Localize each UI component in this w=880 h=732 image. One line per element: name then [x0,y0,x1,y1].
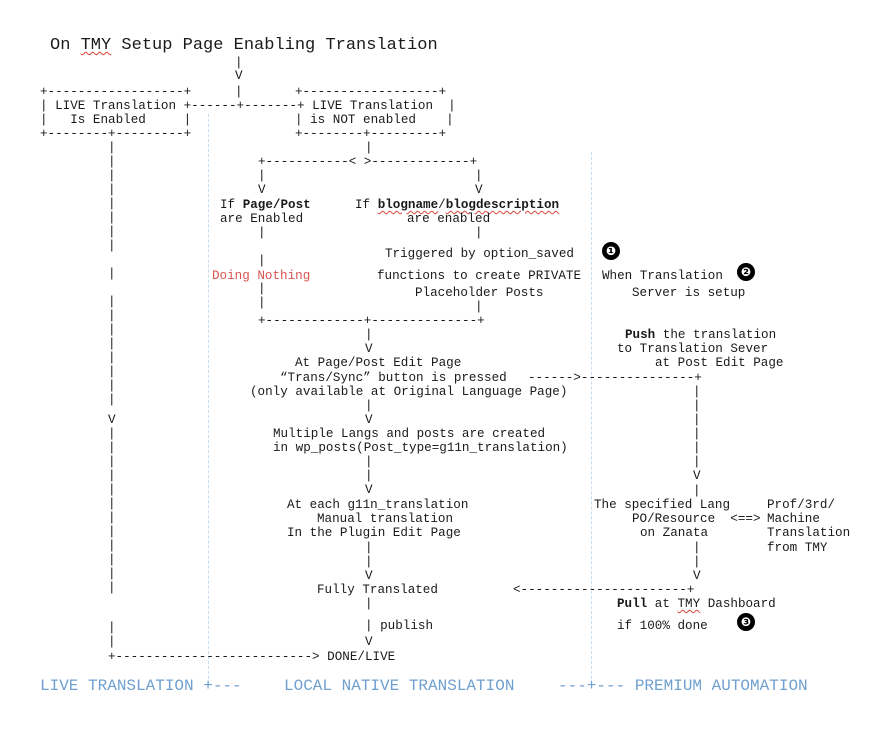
live-flow-line: | | | | | | | | | | | | | | | | | [108,141,116,407]
box-live-top: +------------------+ [40,85,192,99]
push-text-1: Push the translation [625,328,777,342]
pull-text-1: Pull at TMY Dashboard [617,597,776,611]
manual-2: Manual translation [317,512,454,526]
push-arrow: ------>---------------+ [528,371,702,385]
publish-label: | publish [365,619,434,633]
center-connector-1: | V [365,328,373,356]
branch-page-post-2: are Enabled [220,212,304,226]
zanata-1: The specified Lang [594,498,731,512]
machine-1: Prof/3rd/ [767,498,836,512]
split-line: +-----------< >-------------+ [258,155,478,169]
footer-live: LIVE TRANSLATION +--- [40,677,242,695]
footer-premium: ---+--- PREMIUM AUTOMATION [558,677,808,695]
zanata-3: on Zanata [640,526,709,540]
live-flow-line-2: | | | | | | | | | | | | [108,427,116,595]
doing-nothing: Doing Nothing [212,269,311,283]
pull-text-2: if 100% done [617,619,708,633]
box-not-bottom: +--------+---------+ [295,127,447,141]
badge-1: ❶ [602,242,620,260]
box-not-top: +------------------+ [295,85,447,99]
right-branch-line-2: | [475,300,483,314]
center-connector-4: | | V [365,541,373,583]
fully-translated: Fully Translated [317,583,438,597]
branch-left: | V [258,169,266,197]
right-column-pipe: | [693,484,701,498]
manual-3: In the Plugin Edit Page [287,526,461,540]
center-vertical: | [235,85,243,99]
private-text-1: Triggered by option_saved [385,247,574,261]
divider-right [591,152,592,684]
right-column-arrow: V [693,469,701,483]
branch-blogname-2: are enabled [407,212,491,226]
live-flow-arrow: V [108,413,116,427]
machine-4: from TMY [767,541,828,555]
branch-right: | V [475,169,483,197]
footer-local: LOCAL NATIVE TRANSLATION [284,677,515,695]
center-arrow-final: V [365,635,373,649]
center-connector-3: | | V [365,455,373,497]
zanata-2: PO/Resource <==> [632,512,761,526]
branch-blogname: If blogname/blogdescription [355,198,560,212]
edit-page-2: “Trans/Sync” button is pressed [280,371,507,385]
not-enabled-connector: | [365,141,373,155]
live-flow-line-3: | | [108,621,116,649]
box-live-label-2: | Is Enabled | [40,113,192,127]
box-live-label: | LIVE Translation +------+-------+ LIVE… [40,99,456,113]
push-text-3: at Post Edit Page [655,356,784,370]
box-not-label-2: | is NOT enabled | [295,113,454,127]
right-column-line: | | | | | | [693,385,701,469]
done-line: +--------------------------> DONE/LIVE [108,650,396,664]
page-title: On TMY Setup Page Enabling Translation [50,36,438,55]
private-text-2: functions to create PRIVATE [377,269,582,283]
manual-1: At each g11n_translation [287,498,469,512]
center-connector-2: | V [365,399,373,427]
merge-line: +-------------+--------------+ [258,314,485,328]
branch-page-post: If Page/Post [220,198,311,212]
server-text-1: When Translation [602,269,723,283]
divider-left [208,114,209,684]
multi-1: Multiple Langs and posts are created [273,427,546,441]
private-text-3: Placeholder Posts [415,286,544,300]
right-branch-line: | [475,226,483,240]
edit-page-1: At Page/Post Edit Page [295,356,462,370]
top-connector: | [235,56,243,70]
left-branch-line: | | | | [258,226,266,310]
multi-2: in wp_posts(Post_type=g11n_translation) [273,441,568,455]
machine-2: Machine [767,512,820,526]
center-connector-5: | [365,597,373,611]
edit-page-3: (only available at Original Language Pag… [250,385,568,399]
box-live-bottom: +--------+---------+ [40,127,192,141]
badge-2: ❷ [737,263,755,281]
server-text-2: Server is setup [632,286,746,300]
pull-arrow: <----------------------+ [513,583,695,597]
push-text-2: to Translation Sever [617,342,769,356]
right-connector-4: | | V [693,541,701,583]
badge-3: ❸ [737,613,755,631]
top-arrow: V [235,69,243,83]
machine-3: Translation [767,526,851,540]
